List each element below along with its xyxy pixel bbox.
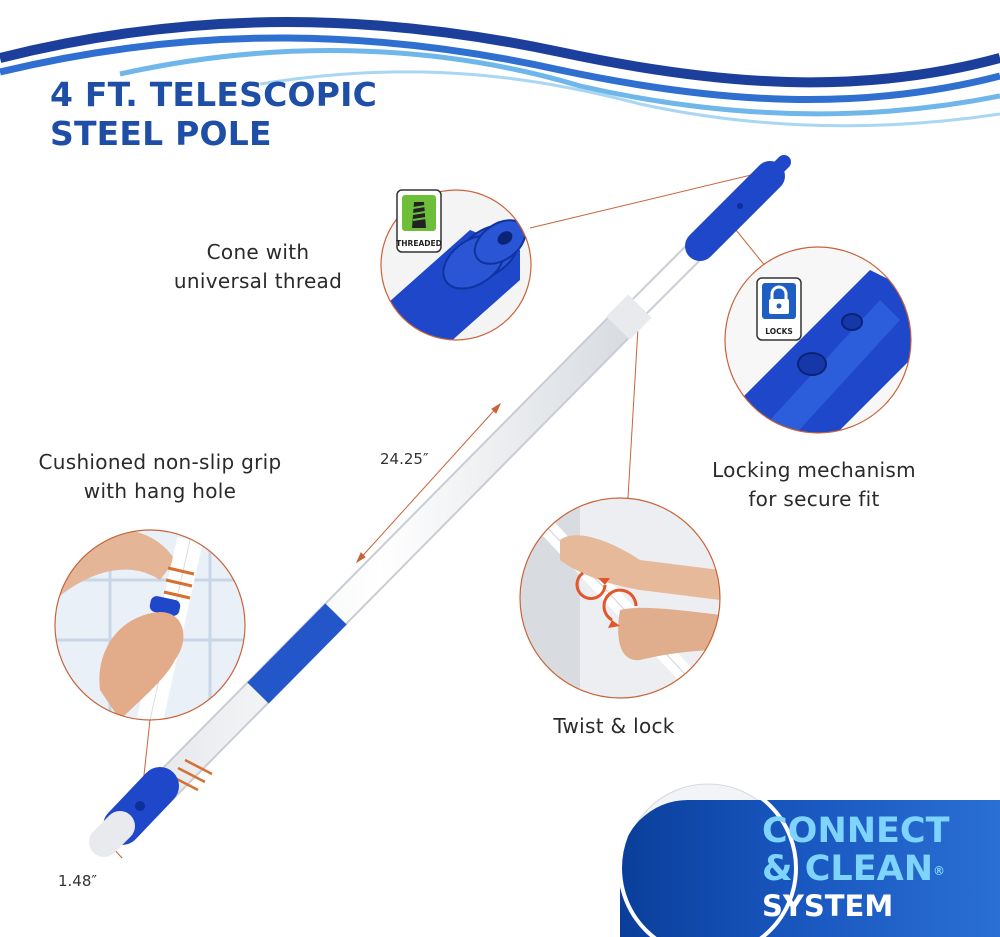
lock-icon <box>756 277 802 341</box>
grip-caption: Cushioned non-slip grip with hang hole <box>12 448 308 506</box>
cone-detail-circle: THREADED <box>380 189 532 341</box>
cushioned-grip <box>89 767 179 857</box>
grip-caption-line-2: with hang hole <box>83 479 237 503</box>
cone-caption-line-1: Cone with <box>206 240 310 264</box>
diameter-dimension-label: 1.48″ <box>58 872 98 890</box>
lock-caption-line-1: Locking mechanism <box>712 458 916 482</box>
lock-detail-circle: LOCKS <box>724 246 912 434</box>
threaded-icon <box>396 189 442 253</box>
badge-line-1: CONNECT <box>762 811 950 851</box>
title-line-2: STEEL POLE <box>50 113 272 153</box>
twist-detail-circle <box>519 497 721 699</box>
twist-caption: Twist & lock <box>526 712 702 741</box>
badge-line-2-text: & CLEAN <box>762 849 933 889</box>
length-dimension-arrow <box>355 402 502 564</box>
title-line-1: 4 FT. TELESCOPIC <box>50 75 378 114</box>
badge-line-3: SYSTEM <box>762 889 894 923</box>
twist-caption-line-1: Twist & lock <box>553 714 675 738</box>
connect-clean-logo: CONNECT & CLEAN® SYSTEM <box>762 812 950 924</box>
cone-caption: Cone with universal thread <box>160 238 356 296</box>
page-title: 4 FT. TELESCOPIC STEEL POLE <box>50 75 378 154</box>
length-dimension-label: 24.25″ <box>380 450 429 468</box>
pole-brand-label <box>247 603 347 704</box>
lock-caption-line-2: for secure fit <box>748 487 880 511</box>
accessory-wheel-overlay <box>618 778 798 937</box>
header-wave-decoration <box>0 0 1000 128</box>
grip-detail-circle <box>54 529 246 721</box>
badge-line-2: & CLEAN® <box>762 850 950 888</box>
registered-mark: ® <box>932 864 945 878</box>
threaded-icon-label: THREADED <box>396 239 442 248</box>
cone-tip <box>685 155 791 261</box>
connect-clean-banner <box>620 800 1000 937</box>
lock-caption: Locking mechanism for secure fit <box>694 456 934 514</box>
cone-caption-line-2: universal thread <box>173 269 343 293</box>
grip-caption-line-1: Cushioned non-slip grip <box>38 450 282 474</box>
telescopic-pole <box>89 155 791 857</box>
lock-icon-label: LOCKS <box>765 327 793 336</box>
